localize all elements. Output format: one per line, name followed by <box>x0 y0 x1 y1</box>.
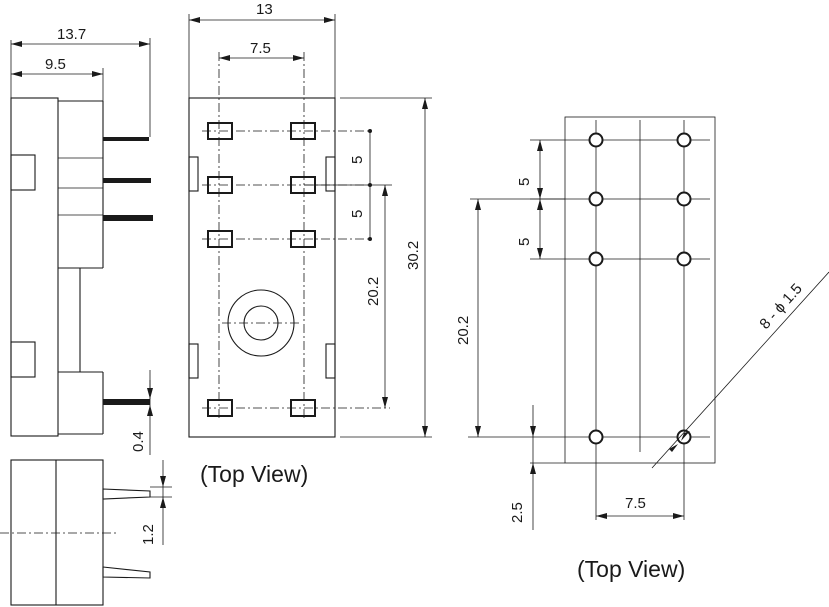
caption-top-view-right: (Top View) <box>577 556 685 582</box>
side-latch-top <box>10 154 36 191</box>
dim-pin-width: 1.2 <box>140 524 157 545</box>
top-view-socket: 13 7.5 5 5 20.2 30.2 (Top View) <box>188 1 432 487</box>
pcb-layout: 5 5 20.2 2.5 7.5 8 - ϕ 1.5 (Top View) <box>455 116 829 582</box>
front-pin-lower <box>102 566 151 579</box>
dim-pin-pitch-x: 7.5 <box>250 40 271 57</box>
front-body <box>10 459 104 606</box>
caption-top-view-left: (Top View) <box>200 461 308 487</box>
dim-pitch-20-2: 20.2 <box>365 277 382 306</box>
dim-pitch-5-a: 5 <box>349 156 366 164</box>
side-body-main <box>10 97 59 437</box>
side-pins <box>103 137 153 405</box>
dim-total-height: 30.2 <box>405 241 422 270</box>
side-view: 13.7 9.5 0.4 <box>10 26 153 455</box>
center-hole-inner <box>243 305 279 341</box>
socket-outline <box>188 97 336 438</box>
dim-pcb-pitch-5-a: 5 <box>516 178 533 186</box>
dim-pcb-pitch-x: 7.5 <box>625 495 646 512</box>
front-pin-upper <box>102 488 151 500</box>
pcb-outline <box>564 116 716 464</box>
dim-pcb-edge-offset: 2.5 <box>509 502 526 523</box>
center-hole-outer <box>227 289 295 357</box>
side-latch-bottom <box>10 341 36 378</box>
dim-pcb-pitch-5-b: 5 <box>516 238 533 246</box>
dim-side-total-width: 13.7 <box>57 26 86 43</box>
dim-pin-thickness: 0.4 <box>130 431 147 452</box>
dim-top-width: 13 <box>256 1 273 18</box>
pcb-holes <box>588 132 692 445</box>
dim-pitch-5-b: 5 <box>349 210 366 218</box>
socket-terminals <box>207 122 316 417</box>
dim-side-body-width: 9.5 <box>45 56 66 73</box>
front-view: 1.2 <box>0 459 172 606</box>
dim-pcb-20-2: 20.2 <box>455 316 472 345</box>
